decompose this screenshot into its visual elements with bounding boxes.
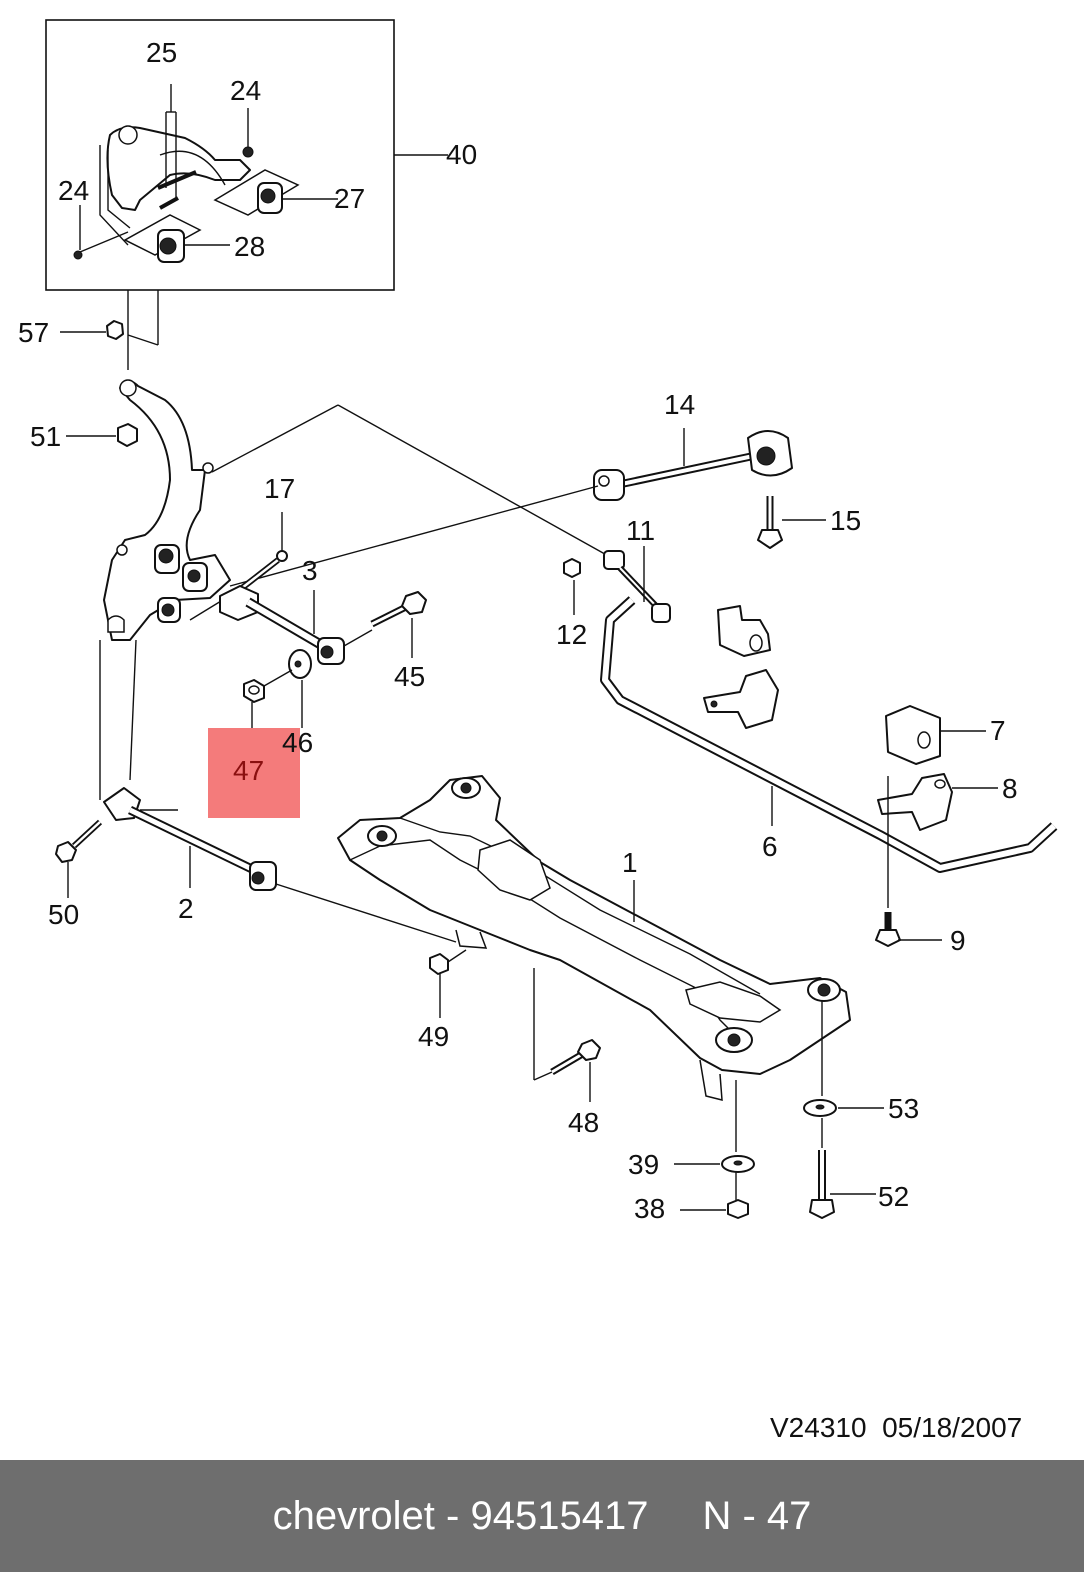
washer-39: [674, 1080, 755, 1173]
callout-51: 51: [30, 421, 61, 452]
callout-40: 40: [446, 139, 477, 170]
callout-14: 14: [664, 389, 695, 420]
footer-ref-number: 47: [766, 1493, 812, 1538]
washer-46: [288, 649, 312, 728]
drawing-code-date: V24310 05/18/2007: [770, 1412, 1022, 1444]
bolt-45: [343, 591, 427, 658]
link-11: [603, 546, 671, 623]
nut-57: [60, 320, 124, 340]
callout-50: 50: [48, 899, 79, 930]
link-3: [219, 585, 345, 665]
bolt-15: [757, 496, 826, 549]
callout-47-highlighted: 47: [233, 755, 264, 786]
bolt-9: [875, 776, 942, 947]
callout-48: 48: [568, 1107, 599, 1138]
nut-49: [429, 949, 467, 1018]
callout-24-right: 24: [230, 75, 261, 106]
crossmember-1: [337, 775, 851, 1101]
bolt-17: [240, 512, 288, 591]
nut-47: [243, 669, 293, 745]
footer-ref-prefix: N: [702, 1493, 732, 1538]
callout-17: 17: [264, 473, 295, 504]
washer-53: [803, 1000, 884, 1117]
bushing-7: [885, 705, 986, 765]
nut-38: [680, 1172, 749, 1219]
callout-28: 28: [234, 231, 265, 262]
callout-9: 9: [950, 925, 966, 956]
callout-46: 46: [282, 727, 313, 758]
callout-49: 49: [418, 1021, 449, 1052]
callout-27: 27: [334, 183, 365, 214]
parts-diagram: 25 24 40 24 27 28 57 14 51 17 15 11 3 12…: [18, 19, 1058, 1224]
callout-11: 11: [626, 515, 655, 546]
bolt-50: [55, 819, 103, 898]
callout-8: 8: [1002, 773, 1018, 804]
callout-45: 45: [394, 661, 425, 692]
callout-7: 7: [990, 715, 1006, 746]
footer-part-number: 94515417: [470, 1493, 649, 1538]
callout-24-left: 24: [58, 175, 89, 206]
bolt-48: [533, 968, 601, 1102]
callout-1: 1: [622, 847, 638, 878]
callout-25: 25: [146, 37, 177, 68]
callout-12: 12: [556, 619, 587, 650]
callout-53: 53: [888, 1093, 919, 1124]
callout-15: 15: [830, 505, 861, 536]
clamp-8: [877, 773, 998, 831]
footer-separator: -: [446, 1493, 460, 1538]
footer-ref-separator: -: [742, 1493, 756, 1538]
footer-brand: chevrolet: [272, 1493, 435, 1538]
bolt-52: [809, 1118, 876, 1219]
callout-6: 6: [762, 831, 778, 862]
upper-arm-inset: [45, 19, 448, 291]
drawing-date: 05/18/2007: [882, 1412, 1023, 1443]
callout-38: 38: [634, 1193, 665, 1224]
callout-3: 3: [302, 555, 318, 586]
nut-51: [66, 423, 138, 447]
callout-39: 39: [628, 1149, 659, 1180]
callout-labels: 25 24 40 24 27 28 57 14 51 17 15 11 3 12…: [18, 37, 1018, 1224]
callout-57: 57: [18, 317, 49, 348]
stabilizer-bar-6: [600, 596, 1058, 873]
drawing-code: V24310: [770, 1412, 867, 1443]
footer-bar: chevrolet - 94515417 N - 47: [0, 1460, 1084, 1572]
callout-52: 52: [878, 1181, 909, 1212]
bushing-upper: [703, 605, 779, 729]
callout-2: 2: [178, 893, 194, 924]
nut-12: [563, 558, 581, 615]
toe-link-14: [229, 428, 793, 587]
knuckle: [103, 379, 231, 641]
lower-rod-2: [103, 787, 457, 943]
highlight-box: [208, 728, 300, 818]
